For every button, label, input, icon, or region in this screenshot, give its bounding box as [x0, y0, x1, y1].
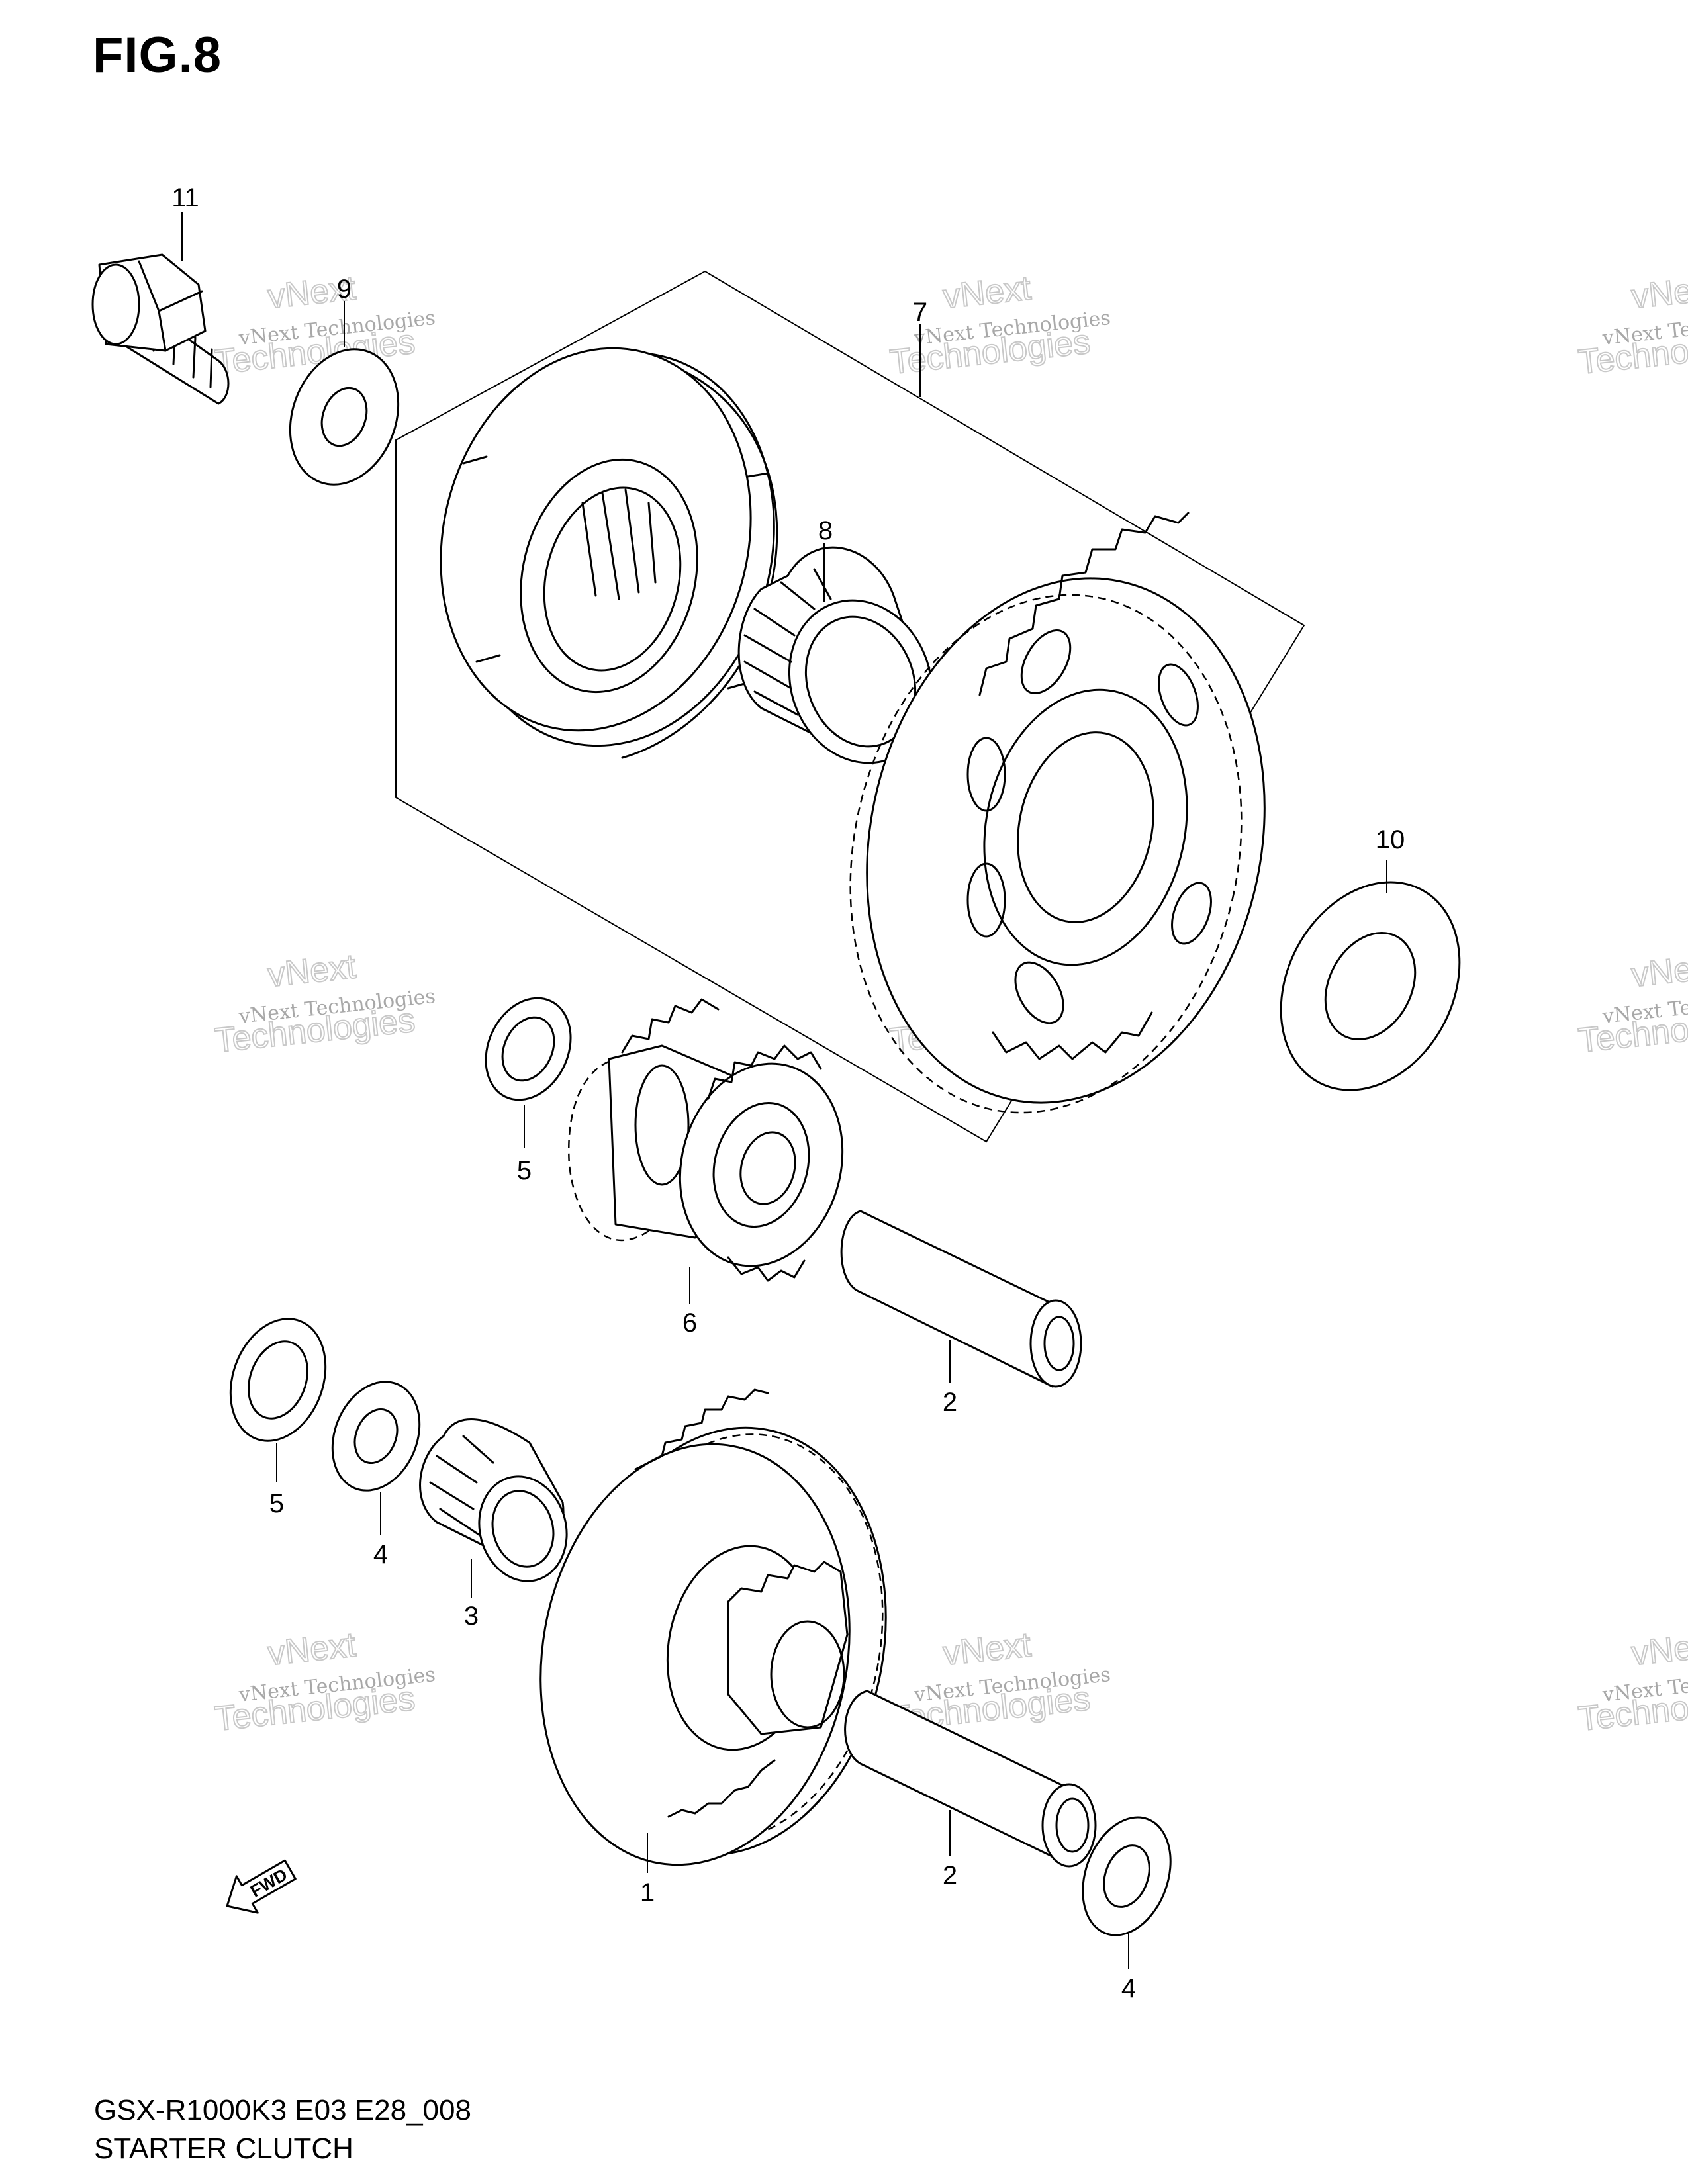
part-4-washer-left — [331, 1381, 421, 1492]
part-9-washer — [289, 348, 400, 486]
callout-4-left: 4 — [373, 1540, 388, 1569]
figure-title: FIG.8 — [93, 27, 222, 83]
part-7-driven-gear — [849, 512, 1266, 1114]
callout-3: 3 — [464, 1602, 479, 1631]
callout-9: 9 — [337, 275, 352, 304]
callout-labels: 11 9 7 8 10 5 6 2 5 4 3 1 2 4 — [171, 183, 1405, 2003]
assembly-name: STARTER CLUTCH — [94, 2132, 353, 2165]
watermark-word-vnext: vNext — [266, 947, 358, 995]
watermark-6: vNext Technologies vNext Technologies — [1576, 946, 1688, 1061]
assembly-outline — [395, 270, 1305, 1143]
watermark-3: vNext Technologies vNext Technologies — [1576, 268, 1688, 383]
watermark-2: vNext Technologies vNext Technologies — [888, 268, 1112, 383]
model-code: GSX-R1000K3 E03 E28_008 — [94, 2094, 471, 2126]
part-3-needle-bearing — [419, 1418, 568, 1582]
callout-6: 6 — [682, 1308, 697, 1338]
part-5-wave-washer-upper — [485, 997, 572, 1101]
part-2-shaft-lower — [844, 1690, 1097, 1868]
callout-5-upper: 5 — [517, 1156, 532, 1185]
callout-11: 11 — [171, 183, 199, 212]
watermark-word-vnext: vNext — [1630, 269, 1688, 316]
part-5-wave-washer-lower — [229, 1318, 327, 1442]
callout-2-upper: 2 — [943, 1388, 957, 1417]
callout-8: 8 — [818, 516, 833, 545]
watermark-word-vnext: vNext — [941, 1625, 1033, 1673]
watermark-word-vnext: vNext — [266, 1625, 358, 1673]
callout-2-lower: 2 — [943, 1861, 957, 1890]
watermark-word-vnext: vNext — [1630, 947, 1688, 995]
watermark-9: vNext Technologies vNext Technologies — [1576, 1625, 1688, 1739]
part-2-shaft-upper — [840, 1210, 1082, 1388]
watermark-word-vnext: vNext — [1630, 1625, 1688, 1673]
callout-5-lower: 5 — [269, 1489, 284, 1518]
part-1-starter-gear — [539, 1388, 887, 1866]
watermark-word-vnext: vNext — [941, 269, 1033, 316]
part-6-idle-gear — [567, 998, 844, 1282]
leader-lines — [181, 212, 1387, 1969]
part-10-thrust-washer — [1280, 881, 1461, 1091]
callout-4-right: 4 — [1121, 1974, 1136, 2003]
callout-10: 10 — [1376, 825, 1405, 854]
watermark-4: vNext Technologies vNext Technologies — [212, 946, 437, 1061]
callout-7: 7 — [913, 298, 927, 327]
callout-1: 1 — [640, 1878, 655, 1907]
watermark-7: vNext Technologies vNext Technologies — [212, 1625, 437, 1739]
part-8-needle-bearing — [737, 546, 933, 764]
part-7-clutch-housing — [440, 347, 778, 759]
part-11-flange-bolt — [91, 253, 230, 405]
part-4-washer-right — [1082, 1816, 1172, 1936]
arrow-fwd-icon — [226, 1859, 297, 1914]
direction-marker: FWD — [226, 1859, 297, 1914]
